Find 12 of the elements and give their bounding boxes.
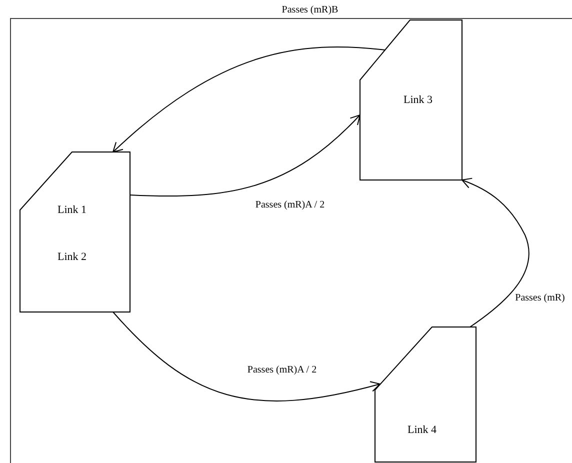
arrow <box>112 312 380 402</box>
node-label: Link 2 <box>57 251 87 263</box>
node-label: Link 1 <box>57 204 87 216</box>
edge-label: Passes (mR)A / 2 <box>246 364 318 376</box>
arrow <box>462 178 530 328</box>
arrow <box>130 114 360 197</box>
arrow <box>112 46 386 152</box>
edge-label: Passes (mR)A / 2 <box>254 200 326 210</box>
edge-label: Passes (mR) <box>514 292 566 304</box>
node-label: Link 4 <box>407 424 437 436</box>
node-label: Link 3 <box>403 94 433 106</box>
edge-label: Passes (mR)B <box>280 4 340 16</box>
